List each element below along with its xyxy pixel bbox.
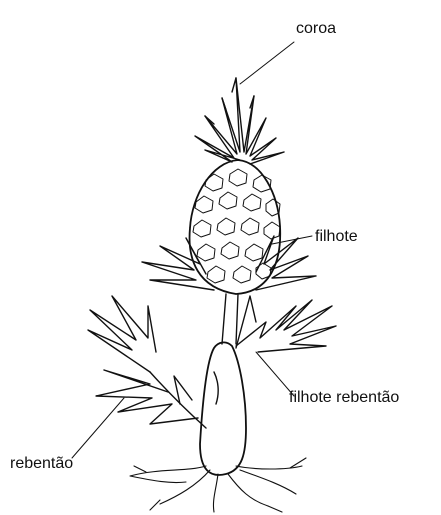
label-sucker: rebentão xyxy=(10,456,73,472)
label-hapa: filhote rebentão xyxy=(289,390,399,406)
sucker-leaves xyxy=(88,296,206,428)
fruit xyxy=(190,160,281,294)
stem xyxy=(200,342,246,475)
roots xyxy=(130,458,306,512)
peduncle xyxy=(222,294,238,344)
label-slip: filhote xyxy=(315,229,358,245)
slip-leaves xyxy=(142,236,316,290)
label-crown: coroa xyxy=(296,21,336,37)
crown-leaves xyxy=(195,78,284,164)
hapa-leaves xyxy=(236,296,336,352)
